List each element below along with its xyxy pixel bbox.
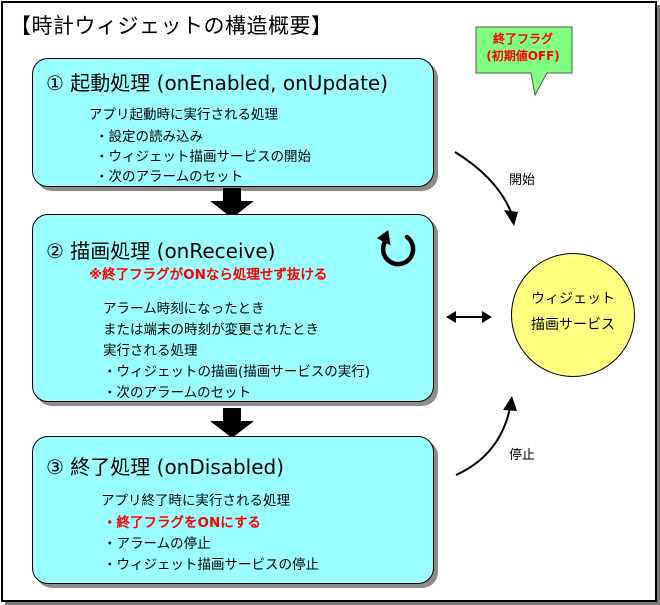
stop-arrow-head xyxy=(503,396,517,411)
step-shutdown-line: ・ウィジェット描画サービスの停止 xyxy=(103,557,319,573)
step-shutdown-flag-line: ・終了フラグをONにする xyxy=(103,515,261,531)
double-arrow-icon xyxy=(446,311,492,323)
step-shutdown-line: アプリ終了時に実行される処理 xyxy=(101,493,290,509)
step-render-line: または端末の時刻が変更されたとき xyxy=(103,322,319,338)
step-startup-line: ・設定の読み込み xyxy=(95,129,203,145)
flow-arrow-down xyxy=(210,188,254,218)
refresh-icon xyxy=(376,230,416,267)
legend-callout xyxy=(475,26,573,97)
page-title: 【時計ウィジェットの構造概要】 xyxy=(10,14,333,38)
widget-label-line-2: 描画サービス xyxy=(531,317,615,333)
legend-line-1: 終了フラグ xyxy=(492,32,553,46)
step-render-title: ② 描画処理 (onReceive) xyxy=(46,239,276,263)
start-arrow xyxy=(454,151,512,213)
step-startup-line: ・次のアラームのセット xyxy=(95,169,244,185)
step-startup-line: アプリ起動時に実行される処理 xyxy=(89,107,278,123)
step-startup-box: ① 起動処理 (onEnabled, onUpdate) アプリ起動時に実行され… xyxy=(32,58,434,187)
start-arrow-head xyxy=(504,210,518,226)
stop-label: 停止 xyxy=(509,448,536,463)
widget-label-line-1: ウィジェット xyxy=(531,291,615,307)
step-render-box: ② 描画処理 (onReceive) ※終了フラグがONなら処理せず抜ける アラ… xyxy=(32,214,434,402)
step-shutdown-title: ③ 終了処理 (onDisabled) xyxy=(46,455,285,479)
step-render-line: アラーム時刻になったとき xyxy=(103,301,265,317)
step-startup-title: ① 起動処理 (onEnabled, onUpdate) xyxy=(46,71,389,95)
legend-label: 終了フラグ (初期値OFF) xyxy=(475,31,571,65)
widget-render-service-label: ウィジェット 描画サービス xyxy=(511,286,635,338)
step-render-line: ・次のアラームのセット xyxy=(103,385,252,401)
step-render-line: 実行される処理 xyxy=(103,343,198,359)
widget-render-service-node xyxy=(511,253,635,377)
step-shutdown-box: ③ 終了処理 (onDisabled) アプリ終了時に実行される処理 ・終了フラ… xyxy=(32,436,434,584)
step-render-note: ※終了フラグがONなら処理せず抜ける xyxy=(89,267,328,283)
flow-arrow-down xyxy=(210,408,254,438)
start-label: 開始 xyxy=(509,173,536,188)
step-shutdown-line: ・アラームの停止 xyxy=(103,536,211,552)
step-render-line: ・ウィジェットの描画(描画サービスの実行) xyxy=(103,364,371,380)
step-startup-line: ・ウィジェット描画サービスの開始 xyxy=(95,149,311,165)
stop-arrow xyxy=(455,407,511,476)
legend-line-2: (初期値OFF) xyxy=(486,49,560,63)
